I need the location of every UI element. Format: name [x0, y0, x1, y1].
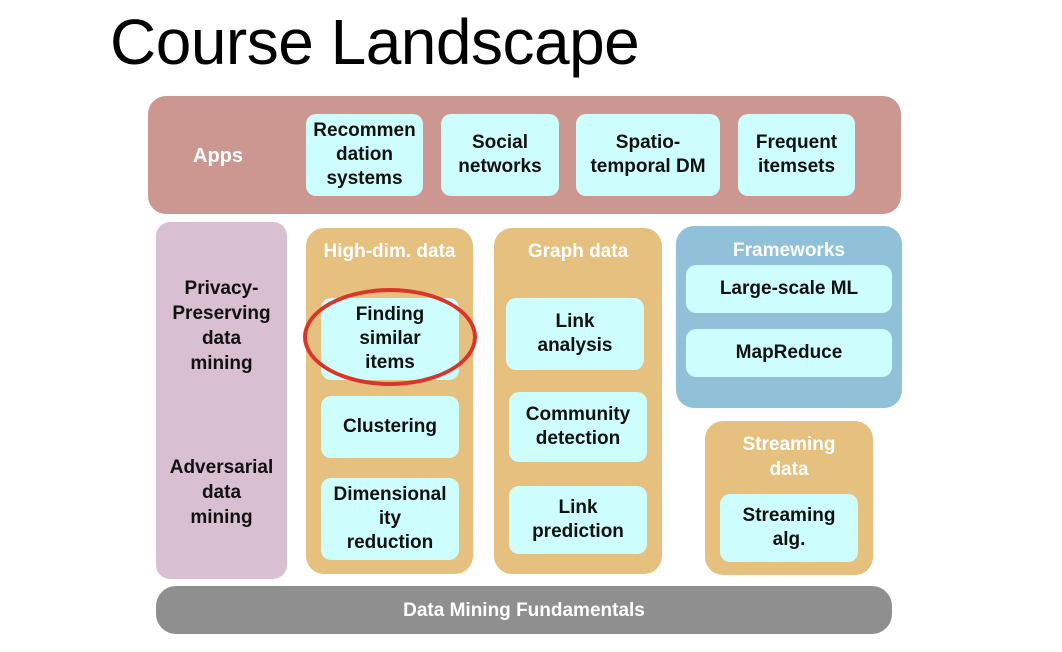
adversarial-label: Adversarial data mining: [169, 456, 274, 528]
app-box-label: Social networks: [458, 132, 542, 177]
graph-box-label: Link analysis: [537, 311, 613, 356]
high-dim-box-label: Finding similar items: [355, 304, 425, 373]
streaming-box-alg: Streaming alg.: [720, 494, 858, 562]
frameworks-label: Frameworks: [733, 239, 845, 261]
high-dim-box-finding-similar: Finding similar items: [321, 298, 459, 380]
graph-box-link-prediction: Link prediction: [509, 486, 647, 554]
graph-box-community-detection: Community detection: [509, 392, 647, 462]
privacy-preserving-label: Privacy- Preserving data mining: [172, 278, 271, 374]
app-box-frequent-itemsets: Frequent itemsets: [738, 114, 855, 196]
frameworks-box-large-scale-ml: Large-scale ML: [686, 265, 892, 313]
app-box-label: Recommen dation systems: [313, 120, 416, 189]
app-box-recommendation: Recommen dation systems: [306, 114, 423, 196]
frameworks-box-mapreduce: MapReduce: [686, 329, 892, 377]
graph-box-link-analysis: Link analysis: [506, 298, 644, 370]
high-dim-box-dimensionality: Dimensional ity reduction: [321, 478, 459, 560]
graph-box-label: Community detection: [525, 404, 631, 449]
streaming-label: Streaming data: [742, 434, 836, 480]
high-dim-label: High-dim. data: [323, 240, 456, 262]
privacy-panel: [156, 222, 287, 579]
streaming-box-label: Streaming alg.: [742, 505, 836, 550]
app-box-label: Frequent itemsets: [755, 132, 838, 177]
high-dim-box-label: Dimensional ity reduction: [333, 484, 447, 553]
app-box-spatio-temporal: Spatio- temporal DM: [576, 114, 720, 196]
graph-box-label: Link prediction: [532, 497, 624, 542]
frameworks-panel: [676, 226, 902, 408]
high-dim-box-label: Clustering: [343, 416, 437, 437]
high-dim-box-clustering: Clustering: [321, 396, 459, 458]
frameworks-box-label: MapReduce: [735, 342, 843, 363]
graph-label: Graph data: [527, 240, 629, 262]
frameworks-box-label: Large-scale ML: [719, 278, 859, 299]
apps-label: Apps: [193, 144, 243, 167]
fundamentals-bar: Data Mining Fundamentals: [156, 586, 892, 634]
page-title: Course Landscape: [110, 6, 640, 78]
app-box-label: Spatio- temporal DM: [590, 132, 706, 177]
app-box-social-networks: Social networks: [441, 114, 559, 196]
